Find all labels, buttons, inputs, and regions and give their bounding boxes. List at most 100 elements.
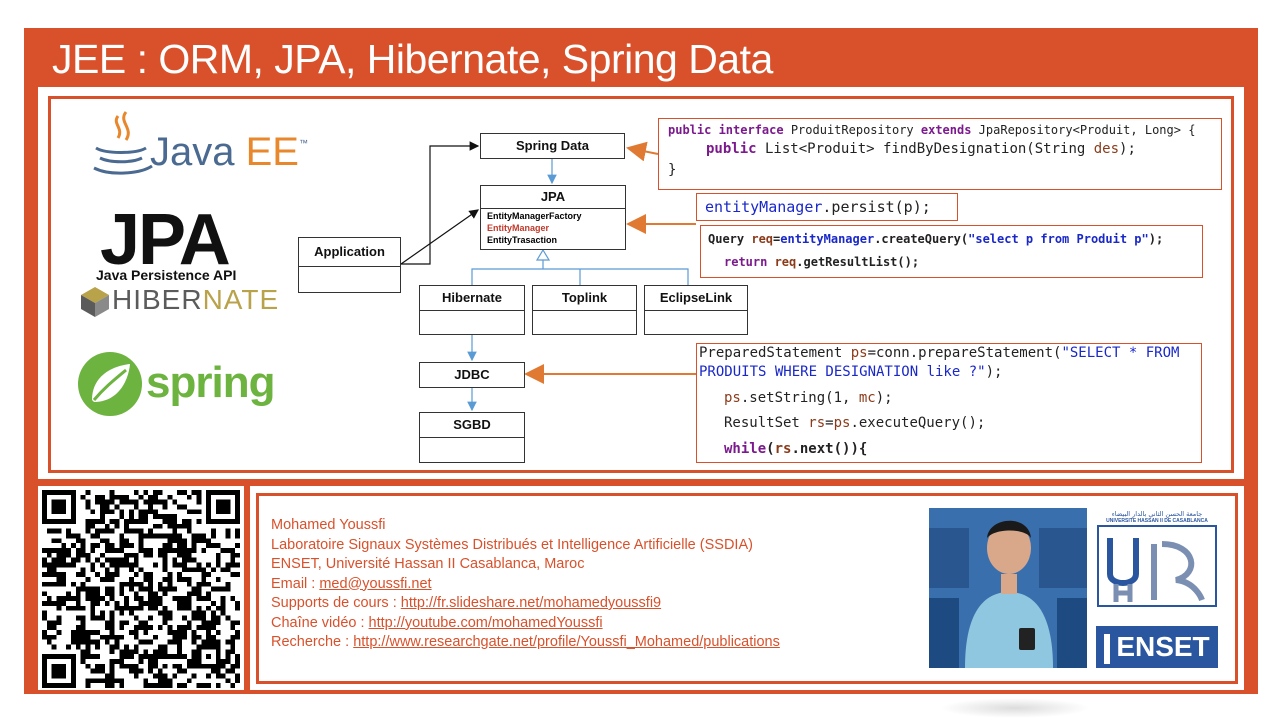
author-slides-row: Supports de cours : http://fr.slideshare…	[271, 594, 780, 614]
jdbc-code-mc: mc	[858, 390, 876, 406]
jdbc-code-rs: rs	[808, 415, 826, 431]
enset-logo-text: ENSET	[1116, 631, 1210, 662]
hibernate-box-title: Hibernate	[420, 286, 524, 311]
jdbc-code-setstring: .setString(1,	[740, 390, 859, 406]
university-logo: جامعة الحسن الثاني بالدار البيضاء UNIVER…	[1096, 510, 1218, 614]
jdbc-code-line-4: ResultSet rs=ps.executeQuery();	[724, 415, 985, 431]
jdbc-code-end-3: );	[875, 390, 893, 406]
persist-code-object: entityManager	[705, 198, 823, 216]
jdbc-code-line-2: PRODUITS WHERE DESIGNATION like ?");	[699, 364, 1002, 380]
jdbc-code-next: .next()){	[791, 441, 868, 457]
repository-code-extends: extends	[920, 123, 972, 137]
university-latin-name: UNIVERSITÉ HASSAN II DE CASABLANCA	[1106, 518, 1208, 524]
persist-code-box	[696, 193, 958, 221]
eclipselink-box: EclipseLink	[644, 285, 748, 335]
jdbc-code-end: );	[985, 364, 1003, 380]
author-research-row: Recherche : http://www.researchgate.net/…	[271, 633, 780, 653]
jpa-logo-subtitle: Java Persistence API	[96, 267, 237, 283]
jpa-box-title: JPA	[481, 186, 625, 209]
query-code-line-1: Query req=entityManager.createQuery("sel…	[708, 232, 1163, 246]
author-email-label: Email :	[271, 575, 320, 592]
query-code-box	[700, 225, 1203, 278]
java-ee-logo-tm: ™	[298, 138, 308, 148]
persist-code-line: entityManager.persist(p);	[705, 198, 931, 216]
toplink-box: Toplink	[532, 285, 637, 335]
repository-code-public: public	[706, 141, 757, 157]
java-ee-logo: Java EE™	[150, 130, 308, 175]
query-code-line-2: return req.getResultList();	[724, 255, 919, 269]
jdbc-code-type: PreparedStatement	[699, 345, 851, 361]
author-video-link[interactable]: http://youtube.com/mohamedYoussfi	[368, 614, 603, 631]
jdbc-code-execute: .executeQuery();	[850, 415, 986, 431]
query-code-return: return	[724, 255, 768, 269]
jdbc-code-while: while	[724, 441, 767, 457]
hibernate-logo-icon	[81, 287, 109, 317]
repository-code-line-3: }	[668, 162, 677, 178]
application-box-title: Application	[314, 244, 385, 259]
toplink-box-title: Toplink	[533, 286, 636, 311]
application-box: Application	[298, 237, 401, 293]
qr-code-icon	[42, 490, 240, 688]
query-code-end: );	[1148, 232, 1164, 246]
author-research-label: Recherche :	[271, 634, 354, 650]
jdbc-code-rs-2: rs	[774, 441, 792, 457]
query-code-string: "select p from Produit p"	[968, 232, 1149, 246]
enset-logo-bar	[1104, 633, 1111, 664]
jdbc-code-sql-2: PRODUITS WHERE DESIGNATION like ?"	[699, 364, 986, 380]
query-code-eq: =	[773, 232, 781, 246]
spring-data-box-title: Spring Data	[516, 138, 589, 153]
jdbc-code-resultset: ResultSet	[724, 415, 809, 431]
jpa-item-entitymanagerfactory: EntityManagerFactory	[487, 211, 582, 221]
repository-code-param: des	[1093, 141, 1120, 157]
jdbc-code-eq: =	[825, 415, 834, 431]
author-slides-link[interactable]: http://fr.slideshare.net/mohamedyoussfi9	[400, 595, 662, 611]
spring-data-box: Spring Data	[480, 133, 625, 159]
jdbc-code-paren: (	[766, 441, 775, 457]
java-ee-logo-prefix: Java	[150, 130, 235, 174]
repository-code-line-1: public interface ProduitRepository exten…	[668, 123, 1195, 137]
spring-leaf-icon	[78, 352, 142, 416]
jdbc-code-sql-1: "SELECT * FROM	[1061, 345, 1180, 361]
spring-logo: spring	[146, 358, 275, 407]
jdbc-code-var: ps	[850, 345, 868, 361]
repository-code-method: List<Produit> findByDesignation(String	[756, 141, 1094, 157]
jdbc-box-title: JDBC	[454, 367, 490, 382]
hibernate-logo: HIBERNATE	[112, 284, 279, 316]
repository-code-rest: JpaRepository<Produit, Long> {	[971, 123, 1196, 137]
persist-code-call: .persist(p);	[822, 198, 931, 216]
query-code-var-2: req	[767, 255, 797, 269]
jdbc-code-box	[696, 343, 1202, 463]
author-research-link[interactable]: http://www.researchgate.net/profile/Yous…	[353, 634, 780, 650]
hibernate-logo-prefix: HIBER	[112, 284, 203, 315]
author-email-row: Email : med@youssfi.net	[271, 575, 780, 595]
author-email-link[interactable]: med@youssfi.net	[319, 575, 432, 592]
hibernate-box: Hibernate	[419, 285, 525, 335]
java-ee-logo-suffix: EE	[245, 130, 299, 174]
author-slides-label: Supports de cours :	[271, 595, 401, 611]
java-cup-icon	[93, 111, 153, 175]
query-code-call: .createQuery(	[874, 232, 969, 246]
author-video-row: Chaîne vidéo : http://youtube.com/mohame…	[271, 614, 780, 634]
author-video-label: Chaîne vidéo :	[271, 614, 369, 631]
query-code-object: entityManager	[780, 232, 875, 246]
jdbc-code-line-5: while(rs.next()){	[724, 441, 867, 457]
slide-shadow	[940, 698, 1090, 718]
jdbc-code-call: =conn.prepareStatement(	[867, 345, 1062, 361]
query-code-result: .getResultList();	[796, 255, 920, 269]
repository-code-keyword: public interface	[668, 123, 784, 137]
author-name: Mohamed Youssfi	[271, 517, 386, 533]
jpa-box: JPA EntityManagerFactory EntityManager E…	[480, 185, 626, 250]
jdbc-code-ps: ps	[724, 390, 741, 406]
info-panel	[256, 493, 1238, 684]
university-arabic-name: جامعة الحسن الثاني بالدار البيضاء	[1111, 510, 1203, 518]
slide-title: JEE : ORM, JPA, Hibernate, Spring Data	[52, 36, 773, 82]
university-emblem-icon	[1097, 525, 1217, 607]
repository-code-line-2: public List<Produit> findByDesignation(S…	[706, 141, 1136, 157]
repository-code-end: );	[1119, 141, 1136, 157]
jpa-item-entitymanager: EntityManager	[487, 223, 550, 233]
repository-code-box	[658, 118, 1222, 190]
sgbd-box: SGBD	[419, 412, 525, 463]
enset-logo: ENSET	[1096, 626, 1218, 668]
jdbc-code-ps-2: ps	[833, 415, 851, 431]
